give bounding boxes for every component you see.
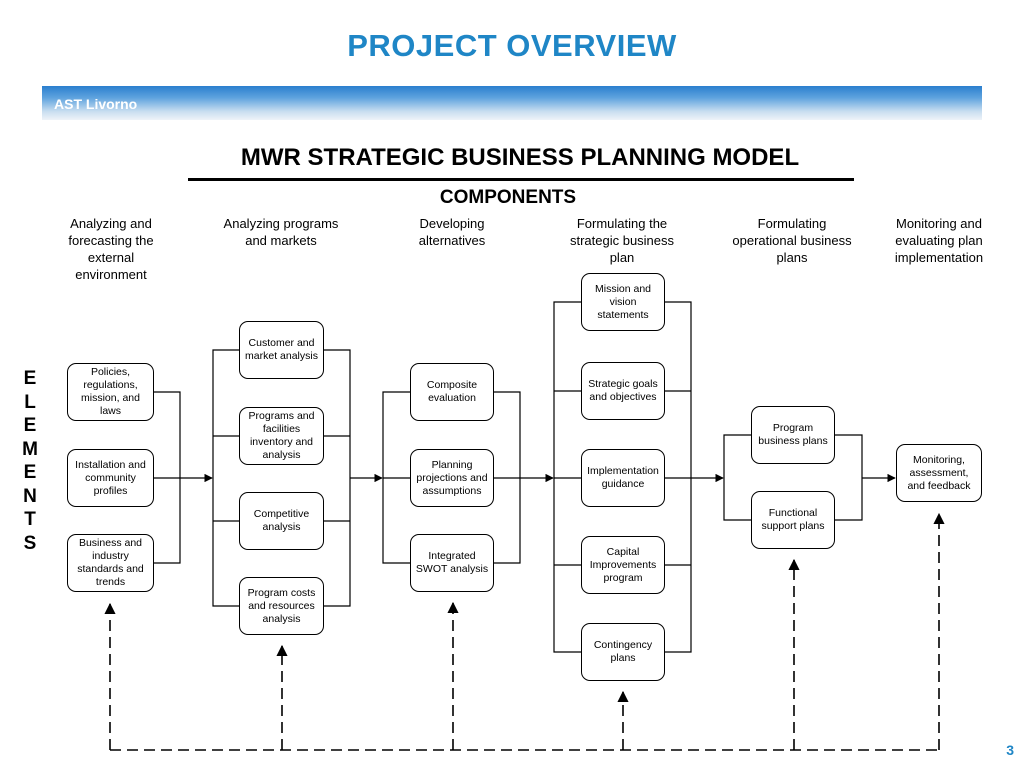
band-label: AST Livorno: [54, 96, 138, 112]
column-heading-3: Developing alternatives: [418, 216, 486, 248]
element-business-industry-standards: Business and industry standards and tren…: [67, 534, 154, 592]
element-customer-market-analysis: Customer and market analysis: [239, 321, 324, 379]
column-heading-6: Monitoring and evaluating plan implement…: [894, 216, 984, 265]
bracket-col5-right: [835, 434, 863, 521]
element-strategic-goals: Strategic goals and objectives: [581, 362, 665, 420]
bracket-col1: [154, 391, 181, 564]
elements-letter: M: [22, 438, 38, 460]
element-mission-vision: Mission and vision statements: [581, 273, 665, 331]
element-implementation-guidance: Implementation guidance: [581, 449, 665, 507]
column-heading-5: Formulating operational business plans: [732, 216, 852, 265]
title-underline: [188, 178, 854, 181]
element-installation-community-profiles: Installation and community profiles: [67, 449, 154, 507]
column-heading-4: Formulating the strategic business plan: [569, 216, 675, 265]
bracket-col4-right: [665, 301, 692, 653]
bracket-col3-right: [494, 391, 521, 564]
element-planning-projections: Planning projections and assumptions: [410, 449, 494, 507]
elements-label: E L E M E N T S: [18, 367, 42, 555]
page-number: 3: [1006, 742, 1014, 758]
element-capital-improvements: Capital Improvements program: [581, 536, 665, 594]
element-program-business-plans: Program business plans: [751, 406, 835, 464]
elements-letter: E: [23, 462, 37, 483]
element-composite-evaluation: Composite evaluation: [410, 363, 494, 421]
bracket-col3-left: [382, 391, 410, 564]
element-programs-facilities-inventory: Programs and facilities inventory and an…: [239, 407, 324, 465]
element-monitoring-assessment: Monitoring, assessment, and feedback: [896, 444, 982, 502]
element-contingency-plans: Contingency plans: [581, 623, 665, 681]
column-heading-2: Analyzing programs and markets: [223, 216, 339, 248]
element-integrated-swot: Integrated SWOT analysis: [410, 534, 494, 592]
header-band: AST Livorno: [42, 86, 982, 120]
elements-letter: T: [24, 509, 36, 530]
bracket-col2-left: [212, 349, 239, 607]
bracket-col5-left: [723, 434, 751, 521]
components-title: COMPONENTS: [439, 187, 577, 208]
elements-letter: E: [23, 368, 37, 389]
elements-letter: S: [23, 532, 37, 554]
element-competitive-analysis: Competitive analysis: [239, 492, 324, 550]
element-program-costs-resources: Program costs and resources analysis: [239, 577, 324, 635]
bracket-col2-right: [324, 349, 351, 607]
element-policies-regulations: Policies, regulations, mission, and laws: [67, 363, 154, 421]
bracket-col4-left: [553, 301, 581, 653]
model-title: MWR STRATEGIC BUSINESS PLANNING MODEL: [240, 144, 800, 171]
elements-letter: L: [24, 391, 36, 413]
elements-letter: N: [23, 485, 37, 507]
element-functional-support-plans: Functional support plans: [751, 491, 835, 549]
page-title: PROJECT OVERVIEW: [347, 28, 677, 63]
elements-letter: E: [23, 415, 37, 436]
column-heading-1: Analyzing and forecasting the external e…: [68, 216, 154, 282]
